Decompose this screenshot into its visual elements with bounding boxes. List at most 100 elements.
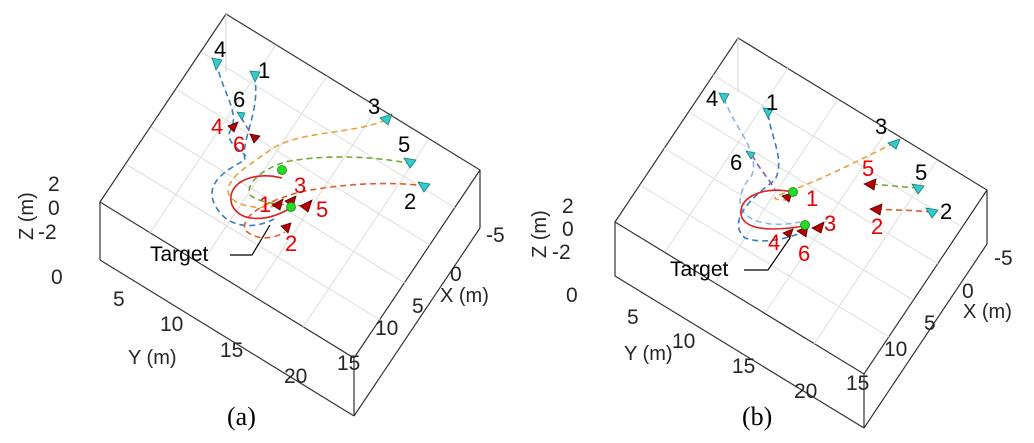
y-tick: 20 bbox=[284, 365, 307, 388]
end-marker-5 bbox=[863, 178, 877, 191]
x-tick: 10 bbox=[375, 317, 398, 340]
start-marker-1 bbox=[249, 70, 261, 83]
y-tick: 15 bbox=[732, 355, 755, 378]
panel-b: Target 4 1 3 6 5 2 5 1 2 3 4 6 2 0 -2 Z … bbox=[529, 37, 1013, 431]
panel-b-y-ticks: 0 5 10 15 20 bbox=[566, 284, 817, 403]
panel-b-box bbox=[614, 37, 988, 429]
end-label-1: 1 bbox=[806, 186, 818, 211]
start-marker-5 bbox=[911, 183, 925, 195]
end-label-1: 1 bbox=[259, 192, 271, 217]
x-tick: 0 bbox=[450, 263, 462, 286]
end-label-2: 2 bbox=[285, 231, 297, 256]
z-axis-label: Z (m) bbox=[16, 192, 38, 240]
start-marker-4 bbox=[211, 57, 223, 71]
start-label-6: 6 bbox=[233, 87, 245, 112]
z-tick: 2 bbox=[562, 195, 574, 218]
x-tick: -5 bbox=[486, 224, 505, 247]
start-marker-6 bbox=[236, 111, 246, 121]
z-tick: 0 bbox=[562, 218, 574, 241]
end-label-6: 6 bbox=[233, 132, 245, 157]
x-axis-label: X (m) bbox=[963, 301, 1012, 323]
x-tick: 0 bbox=[962, 280, 974, 303]
y-tick: 15 bbox=[220, 339, 243, 362]
trajectory-1 bbox=[211, 74, 277, 227]
start-marker-2 bbox=[417, 181, 431, 193]
start-label-4: 4 bbox=[706, 86, 718, 111]
trajectory-4 bbox=[215, 61, 247, 157]
y-tick: 0 bbox=[566, 284, 578, 307]
start-marker-3 bbox=[379, 113, 393, 126]
start-marker-3 bbox=[887, 138, 901, 150]
panel-caption: (b) bbox=[742, 402, 772, 431]
x-tick: 15 bbox=[337, 352, 360, 375]
y-tick: 5 bbox=[627, 306, 639, 329]
target-pointer bbox=[230, 224, 271, 256]
target-point bbox=[286, 202, 296, 212]
start-marker-2 bbox=[925, 207, 939, 219]
trajectory-5 bbox=[248, 156, 413, 207]
trajectory-3 bbox=[227, 119, 387, 209]
end-label-3: 3 bbox=[824, 211, 836, 236]
panel-b-trajectories bbox=[723, 97, 933, 242]
x-tick: 10 bbox=[884, 338, 907, 361]
end-label-5: 5 bbox=[862, 156, 874, 181]
y-tick: 10 bbox=[672, 330, 695, 353]
trajectory-3 bbox=[774, 142, 895, 201]
start-label-1: 1 bbox=[766, 90, 778, 115]
end-label-5: 5 bbox=[316, 197, 328, 222]
z-tick: -2 bbox=[552, 241, 571, 264]
trajectory-red-final bbox=[740, 189, 805, 230]
start-label-3: 3 bbox=[875, 114, 887, 139]
x-tick: 5 bbox=[412, 295, 424, 318]
end-marker-5 bbox=[299, 199, 313, 213]
y-tick: 5 bbox=[113, 288, 125, 311]
panel-b-end-markers bbox=[781, 178, 883, 239]
end-marker-2 bbox=[869, 203, 883, 216]
start-label-5: 5 bbox=[915, 160, 927, 185]
panel-a-x-ticks: -5 0 5 10 15 bbox=[337, 224, 505, 375]
target-pointer bbox=[744, 237, 791, 271]
end-label-4: 4 bbox=[211, 114, 223, 139]
y-tick: 20 bbox=[794, 380, 817, 403]
end-marker-3 bbox=[271, 198, 284, 211]
y-axis-label: Y (m) bbox=[128, 347, 177, 369]
x-tick: 5 bbox=[924, 312, 936, 335]
target-label: Target bbox=[150, 243, 209, 266]
end-marker-3 bbox=[811, 221, 825, 234]
panel-a: Target 4 1 6 3 5 2 4 6 3 1 5 2 2 0 -2 Z … bbox=[16, 13, 505, 431]
end-label-2: 2 bbox=[871, 214, 883, 239]
x-tick: 15 bbox=[846, 372, 869, 395]
target-label: Target bbox=[670, 258, 729, 281]
end-label-3: 3 bbox=[294, 173, 306, 198]
target-point bbox=[800, 220, 810, 230]
trajectory-1 bbox=[737, 113, 809, 242]
panel-caption: (a) bbox=[227, 402, 256, 431]
z-tick: -2 bbox=[38, 221, 57, 244]
x-axis-label: X (m) bbox=[440, 285, 489, 307]
start-label-2: 2 bbox=[940, 199, 952, 224]
panel-b-z-ticks: 2 0 -2 bbox=[552, 195, 574, 264]
target-point bbox=[788, 187, 798, 197]
start-label-2: 2 bbox=[404, 189, 416, 214]
end-label-6: 6 bbox=[798, 241, 810, 266]
z-tick: 2 bbox=[48, 173, 60, 196]
start-label-3: 3 bbox=[368, 94, 380, 119]
panel-a-grid bbox=[125, 44, 456, 328]
trajectory-6 bbox=[751, 154, 776, 191]
trajectory-5 bbox=[869, 183, 919, 189]
trajectory-4 bbox=[723, 97, 801, 226]
end-marker-6 bbox=[249, 133, 261, 144]
end-label-4: 4 bbox=[768, 230, 780, 255]
y-axis-label: Y (m) bbox=[624, 343, 673, 365]
start-marker-1 bbox=[762, 107, 774, 119]
start-marker-4 bbox=[718, 92, 730, 104]
start-label-5: 5 bbox=[398, 132, 410, 157]
end-marker-4 bbox=[227, 121, 239, 133]
start-label-4: 4 bbox=[214, 37, 226, 62]
panel-a-start-markers bbox=[211, 57, 431, 193]
panel-a-z-ticks: 2 0 -2 bbox=[38, 173, 60, 244]
z-axis-label: Z (m) bbox=[529, 210, 551, 258]
panel-a-y-ticks: 0 5 10 15 20 bbox=[51, 266, 307, 388]
start-label-1: 1 bbox=[258, 58, 270, 83]
